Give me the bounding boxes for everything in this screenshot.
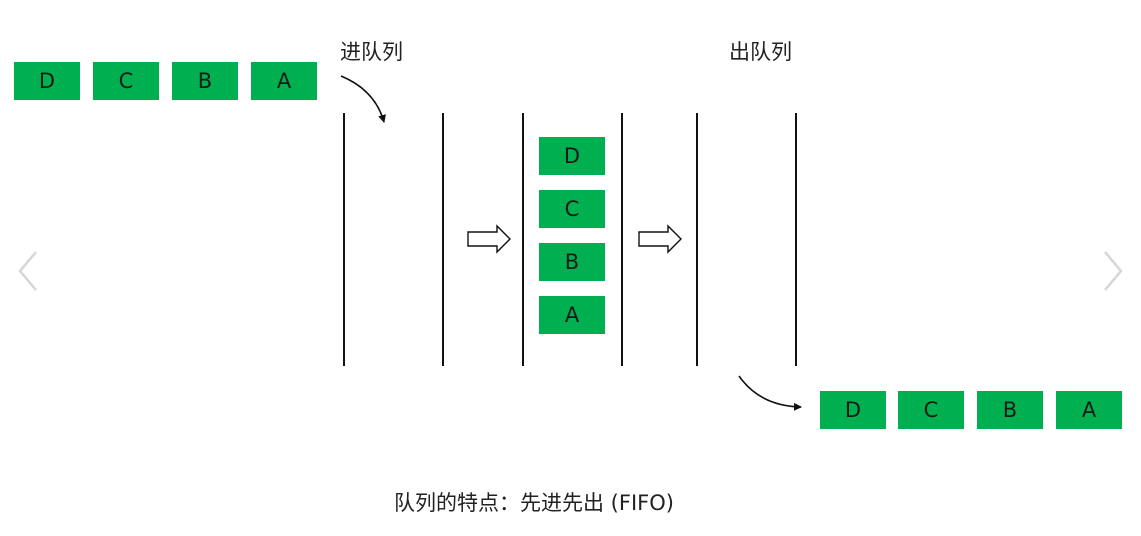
chevron-left-icon bbox=[18, 251, 37, 291]
channel-wall bbox=[442, 113, 444, 366]
channel-wall bbox=[621, 113, 623, 366]
queue-item: C bbox=[539, 190, 605, 228]
output-item: B bbox=[977, 391, 1043, 429]
output-item: C bbox=[898, 391, 964, 429]
enqueue-arrow-icon bbox=[340, 75, 386, 123]
output-item: A bbox=[1056, 391, 1122, 429]
next-button[interactable] bbox=[1099, 248, 1127, 294]
input-item: B bbox=[172, 62, 238, 100]
caption: 队列的特点：先进先出 (FIFO) bbox=[394, 491, 674, 515]
prev-button[interactable] bbox=[14, 248, 42, 294]
channel-wall bbox=[522, 113, 524, 366]
input-item: D bbox=[14, 62, 80, 100]
hollow-right-arrow-icon bbox=[638, 224, 682, 254]
queue-item: B bbox=[539, 243, 605, 281]
queue-item: D bbox=[539, 137, 605, 175]
hollow-right-arrow-icon bbox=[467, 224, 511, 254]
channel-wall bbox=[343, 113, 345, 366]
chevron-right-icon bbox=[1104, 251, 1123, 291]
channel-wall bbox=[795, 113, 797, 366]
enqueue-label: 进队列 bbox=[340, 40, 403, 64]
channel-wall bbox=[696, 113, 698, 366]
input-item: C bbox=[93, 62, 159, 100]
queue-item: A bbox=[539, 296, 605, 334]
dequeue-label: 出队列 bbox=[729, 40, 792, 64]
output-item: D bbox=[820, 391, 886, 429]
dequeue-arrow-icon bbox=[738, 375, 802, 411]
input-item: A bbox=[251, 62, 317, 100]
